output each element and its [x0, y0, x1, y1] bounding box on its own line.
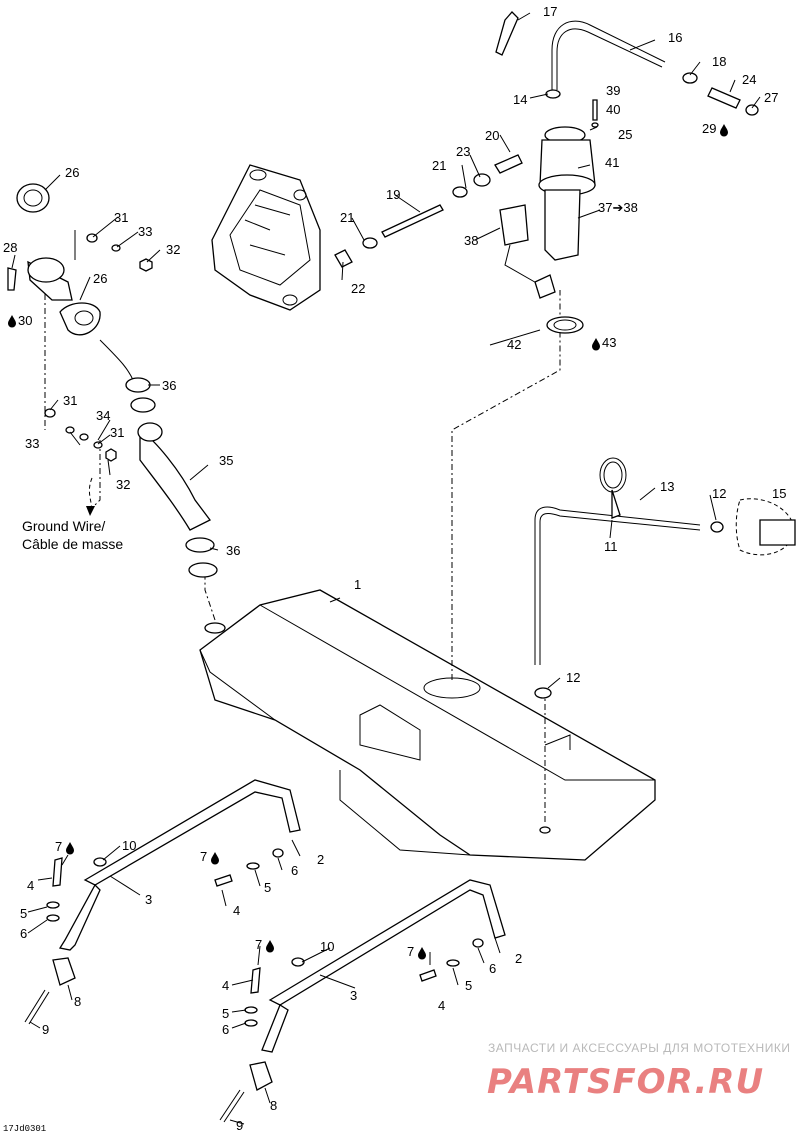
oil-drop-icon	[211, 852, 219, 865]
fuel-pump-module	[499, 99, 599, 334]
label-35: 35	[219, 453, 233, 468]
hardware-fasteners	[7, 233, 153, 462]
label-9: 9	[236, 1118, 243, 1133]
oil-drop-icon	[266, 940, 274, 953]
label-4: 4	[222, 978, 229, 993]
label-39: 39	[606, 83, 620, 98]
label-42: 42	[507, 337, 521, 352]
label-12: 12	[566, 670, 580, 685]
label-31: 31	[110, 425, 124, 440]
label-31: 31	[63, 393, 77, 408]
label-28: 28	[3, 240, 17, 255]
engine-intake	[211, 164, 321, 311]
label-14: 14	[513, 92, 527, 107]
label-7: 7	[200, 849, 207, 864]
label-5: 5	[222, 1006, 229, 1021]
label-27: 27	[764, 90, 778, 105]
label-10: 10	[320, 939, 334, 954]
label-20: 20	[485, 128, 499, 143]
label-30: 30	[18, 313, 32, 328]
oil-drop-icon	[8, 315, 16, 328]
label-21: 21	[340, 210, 354, 225]
label-4: 4	[27, 878, 34, 893]
ground-wire-label-fr: Câble de masse	[22, 536, 123, 552]
label-17: 17	[543, 4, 557, 19]
label-5: 5	[20, 906, 27, 921]
fuel-tank	[199, 589, 656, 861]
label-6: 6	[291, 863, 298, 878]
label-33: 33	[138, 224, 152, 239]
label-3: 3	[145, 892, 152, 907]
label-38: 38	[464, 233, 478, 248]
watermark-brand: PARTSFOR.RU	[487, 1062, 764, 1102]
oil-drop-icon	[720, 124, 728, 137]
label-32: 32	[166, 242, 180, 257]
label-1: 1	[354, 577, 361, 592]
label-25: 25	[618, 127, 632, 142]
label-2: 2	[317, 852, 324, 867]
label-8: 8	[74, 994, 81, 1009]
label-5: 5	[264, 880, 271, 895]
leader-lines	[11, 12, 761, 1125]
label-5: 5	[465, 978, 472, 993]
label-4: 4	[438, 998, 445, 1013]
label-18: 18	[712, 54, 726, 69]
label-9: 9	[42, 1022, 49, 1037]
label-36: 36	[226, 543, 240, 558]
label-2: 2	[515, 951, 522, 966]
diagram-reference-code: 17Jd0301	[3, 1124, 46, 1134]
label-40: 40	[606, 102, 620, 117]
label-37: 37➔38	[598, 200, 638, 215]
ground-wire-label: Ground Wire/	[22, 518, 105, 534]
tank-vent-hose	[534, 457, 796, 699]
tank-strap-upper	[24, 779, 301, 1025]
label-41: 41	[605, 155, 619, 170]
part-labels: 1 2 2 3 3 4 4 4 4 5 5 5 5 6 6 6 6 7 7 7 …	[3, 4, 786, 1133]
label-32: 32	[116, 477, 130, 492]
label-24: 24	[742, 72, 756, 87]
label-12: 12	[712, 486, 726, 501]
watermark: ЗАПЧАСТИ И АКСЕССУАРЫ ДЛЯ МОТОТЕХНИКИ PA…	[487, 1041, 790, 1102]
label-6: 6	[20, 926, 27, 941]
label-7: 7	[407, 944, 414, 959]
label-21: 21	[432, 158, 446, 173]
label-33: 33	[25, 436, 39, 451]
label-16: 16	[668, 30, 682, 45]
label-34: 34	[96, 408, 110, 423]
label-4: 4	[233, 903, 240, 918]
fuel-line	[334, 154, 523, 268]
label-22: 22	[351, 281, 365, 296]
label-36: 36	[162, 378, 176, 393]
label-8: 8	[270, 1098, 277, 1113]
label-43: 43	[602, 335, 616, 350]
label-31: 31	[114, 210, 128, 225]
label-15: 15	[772, 486, 786, 501]
oil-drop-icon	[66, 842, 74, 855]
label-19: 19	[386, 187, 400, 202]
label-6: 6	[489, 961, 496, 976]
label-26: 26	[65, 165, 79, 180]
label-29: 29	[702, 121, 716, 136]
oil-drop-icon	[592, 338, 600, 351]
oil-drop-icon	[418, 947, 426, 960]
label-13: 13	[660, 479, 674, 494]
vent-line	[495, 11, 759, 116]
label-23: 23	[456, 144, 470, 159]
label-3: 3	[350, 988, 357, 1003]
label-7: 7	[55, 839, 62, 854]
label-6: 6	[222, 1022, 229, 1037]
label-7: 7	[255, 937, 262, 952]
label-11: 11	[604, 539, 618, 554]
tank-strap-lower	[219, 879, 506, 1123]
ground-wire-note: Ground Wire/ Câble de masse	[22, 477, 123, 552]
label-10: 10	[122, 838, 136, 853]
watermark-tagline: ЗАПЧАСТИ И АКСЕССУАРЫ ДЛЯ МОТОТЕХНИКИ	[488, 1041, 790, 1055]
label-26: 26	[93, 271, 107, 286]
